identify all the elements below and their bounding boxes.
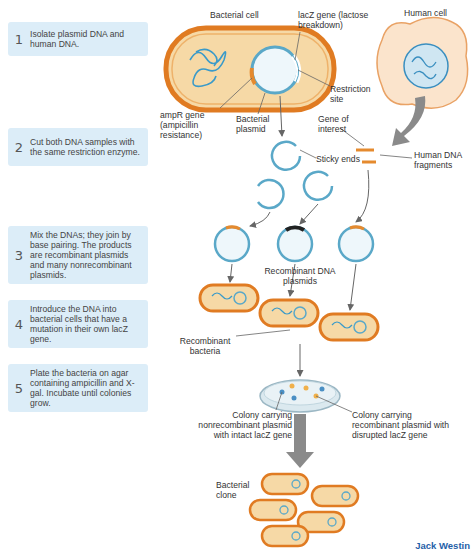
part-label: Colony carrying recombinant plasmid with… [352, 410, 452, 440]
step-box: 4Introduce the DNA into bacterial cells … [8, 300, 148, 348]
part-label: Human cell [404, 8, 464, 18]
bacterial-cell [166, 28, 334, 114]
part-label: Bacterial clone [216, 480, 250, 500]
part-label: Gene of interest [318, 114, 368, 134]
part-label: Bacterial plasmid [236, 114, 286, 134]
watermark: Jack Westin [400, 541, 470, 551]
part-label: Sticky ends [316, 154, 366, 164]
step-text: Introduce the DNA into bacterial cells t… [30, 300, 148, 348]
human-cell [377, 17, 468, 146]
step-box: 3Mix the DNAs; they join by base pairing… [8, 226, 148, 284]
step-number: 5 [8, 381, 30, 396]
part-label: Colony carrying nonrecombinant plasmid w… [196, 410, 292, 440]
step-number: 4 [8, 317, 30, 332]
part-label: Recombinant bacteria [170, 336, 240, 356]
part-label: Recombinant DNA plasmids [250, 266, 350, 286]
cut-dna [250, 96, 412, 226]
part-label: Restriction site [330, 84, 380, 104]
part-label: Human DNA fragments [414, 150, 472, 170]
step-text: Mix the DNAs; they join by base pairing.… [30, 226, 148, 284]
step-number: 3 [8, 248, 30, 263]
part-label: lacZ gene (lactose breakdown) [298, 10, 378, 30]
recombinant-bacteria [200, 285, 378, 376]
part-label: Bacterial cell [210, 10, 280, 20]
step-box: 2Cut both DNA samples with the same rest… [8, 128, 148, 166]
step-text: Plate the bacteria on agar containing am… [30, 364, 148, 412]
step-number: 2 [8, 140, 30, 155]
bacterial-clone [250, 474, 358, 546]
step-number: 1 [8, 32, 30, 47]
part-label: ampR gene (ampicillin resistance) [160, 110, 230, 140]
step-box: 5Plate the bacteria on agar containing a… [8, 364, 148, 412]
step-box: 1Isolate plasmid DNA and human DNA. [8, 22, 148, 56]
step-text: Isolate plasmid DNA and human DNA. [30, 25, 148, 53]
step-text: Cut both DNA samples with the same restr… [30, 133, 148, 161]
